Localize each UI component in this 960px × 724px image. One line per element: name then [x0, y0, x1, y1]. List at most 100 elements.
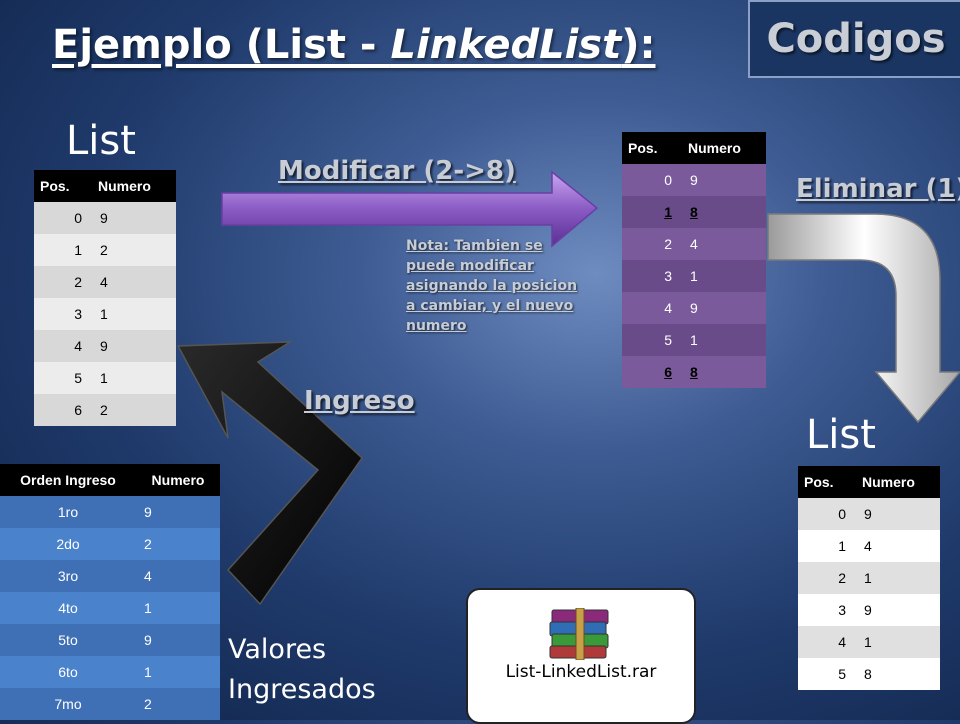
cell-numero: 4	[856, 530, 940, 562]
cell-pos: 4	[34, 330, 92, 362]
cell-numero: 1	[136, 656, 220, 688]
cell-numero: 8	[856, 658, 940, 690]
cell-orden: 2do	[0, 528, 136, 560]
cell-numero: 4	[92, 266, 176, 298]
ingreso-arrow	[176, 341, 363, 606]
col-header-orden-ingreso: Orden Ingreso	[0, 464, 136, 496]
cell-numero: 2	[136, 528, 220, 560]
cell-orden: 1ro	[0, 496, 136, 528]
nota-text: Nota: Tambien se puede modificar asignan…	[406, 238, 578, 334]
cell-pos: 5	[622, 324, 682, 356]
cell-pos: 6	[34, 394, 92, 426]
col-header-numero: Numero	[92, 170, 176, 202]
modificar-label: Modificar (2->8)	[278, 156, 516, 186]
modify-arrow	[221, 170, 599, 248]
valores-line-1: Valores	[228, 634, 327, 665]
col-header-numero: Numero	[856, 466, 940, 498]
cell-numero: 2	[92, 234, 176, 266]
list-label-top: List	[66, 118, 136, 164]
cell-pos: 0	[622, 164, 682, 196]
cell-pos: 2	[622, 228, 682, 260]
cell-pos: 6	[622, 356, 682, 388]
winrar-archive-icon	[549, 608, 609, 660]
cell-pos: 5	[34, 362, 92, 394]
cell-numero: 1	[682, 260, 766, 292]
col-header-numero: Numero	[682, 132, 766, 164]
col-header-pos: Pos.	[34, 170, 92, 202]
col-header-pos: Pos.	[798, 466, 856, 498]
delete-arrow	[767, 213, 960, 424]
codigos-label: Codigos	[766, 16, 946, 62]
cell-orden: 6to	[0, 656, 136, 688]
cell-pos: 2	[798, 562, 856, 594]
cell-pos: 0	[34, 202, 92, 234]
cell-numero: 1	[682, 324, 766, 356]
cell-pos: 5	[798, 658, 856, 690]
cell-numero: 9	[682, 164, 766, 196]
list-label-bottom: List	[806, 412, 876, 458]
cell-numero: 9	[92, 202, 176, 234]
cell-numero: 4	[682, 228, 766, 260]
cell-orden: 7mo	[0, 688, 136, 720]
cell-pos: 3	[622, 260, 682, 292]
cell-numero: 9	[856, 498, 940, 530]
cell-numero: 8	[682, 356, 766, 388]
cell-numero: 9	[92, 330, 176, 362]
col-header-numero: Numero	[136, 464, 220, 496]
cell-numero: 4	[136, 560, 220, 592]
cell-numero: 9	[856, 594, 940, 626]
cell-pos: 4	[622, 292, 682, 324]
cell-numero: 1	[92, 298, 176, 330]
cell-numero: 1	[92, 362, 176, 394]
cell-pos: 3	[798, 594, 856, 626]
cell-pos: 0	[798, 498, 856, 530]
codigos-button[interactable]: Codigos	[748, 0, 960, 78]
cell-numero: 9	[682, 292, 766, 324]
cell-orden: 4to	[0, 592, 136, 624]
eliminar-label: Eliminar (1)	[796, 174, 960, 204]
cell-pos: 1	[34, 234, 92, 266]
cell-orden: 5to	[0, 624, 136, 656]
cell-numero: 1	[856, 626, 940, 658]
page-title: Ejemplo (List - LinkedList):	[52, 22, 656, 68]
rar-file-link[interactable]: List-LinkedList.rar	[466, 588, 696, 724]
cell-numero: 9	[136, 496, 220, 528]
ingreso-label: Ingreso	[304, 386, 415, 416]
cell-orden: 3ro	[0, 560, 136, 592]
cell-numero: 2	[136, 688, 220, 720]
cell-pos: 4	[798, 626, 856, 658]
cell-pos: 2	[34, 266, 92, 298]
